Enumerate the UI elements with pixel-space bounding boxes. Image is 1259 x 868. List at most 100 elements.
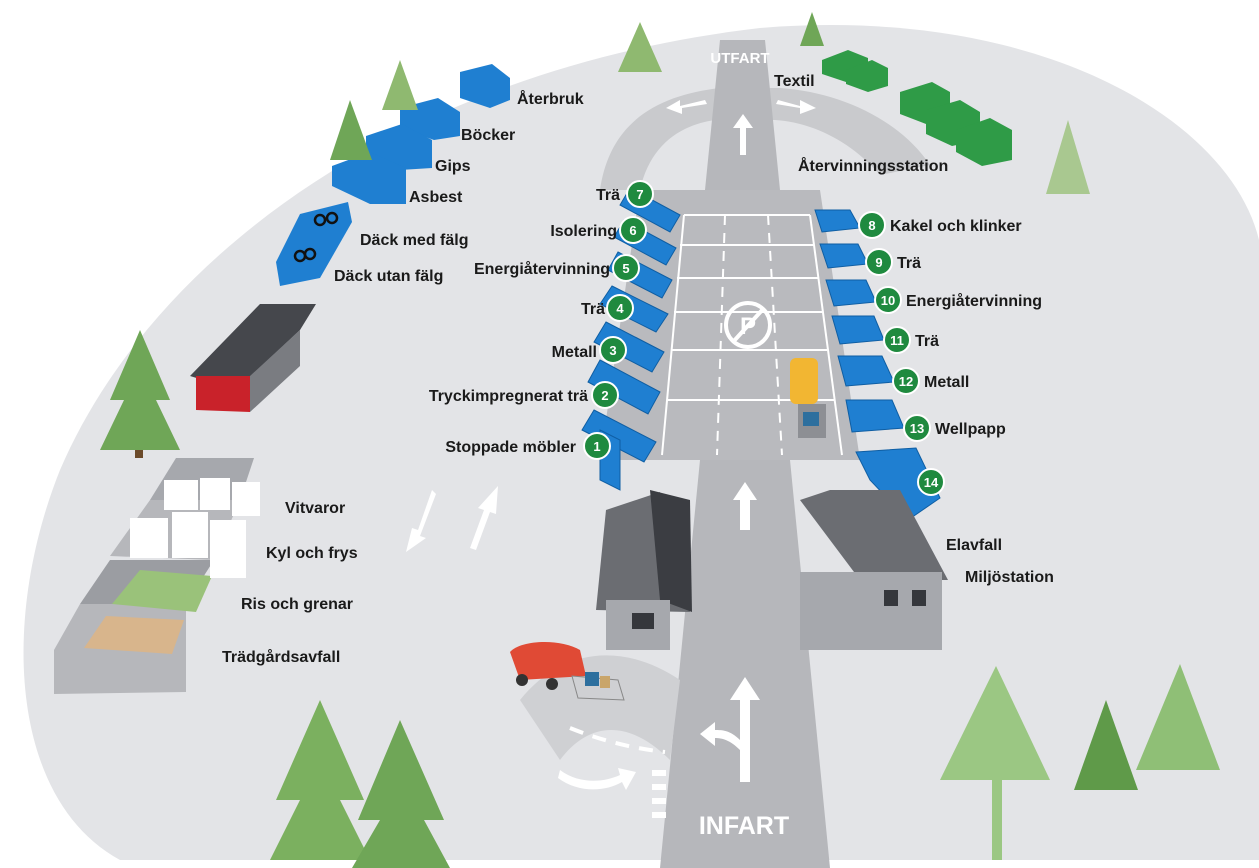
direction-arrows xyxy=(406,100,816,790)
left-bins xyxy=(54,458,260,694)
textil-label: Textil xyxy=(774,73,815,90)
tree-icon xyxy=(1074,700,1138,790)
svg-text:3: 3 xyxy=(609,343,616,358)
svg-text:5: 5 xyxy=(622,261,629,276)
arrow-straight-left-icon xyxy=(700,677,760,782)
bay-13-label: Wellpapp xyxy=(935,421,1006,438)
arrow-up-icon xyxy=(733,482,757,530)
bay-1-badge: 1 xyxy=(583,432,611,460)
tree-icon xyxy=(352,720,450,868)
miljostation-label: Miljöstation xyxy=(965,569,1054,586)
svg-text:1: 1 xyxy=(593,439,600,454)
bay-2-badge: 2 xyxy=(591,381,619,409)
exit-road-loop xyxy=(600,88,930,190)
tire-icon xyxy=(303,247,317,261)
svg-text:14: 14 xyxy=(924,475,939,490)
arrow-up-icon xyxy=(470,486,498,550)
bay-5-badge: 5 xyxy=(612,254,640,282)
vitvaror-label: Vitvaror xyxy=(285,500,345,517)
bay-8-badge: 8 xyxy=(858,211,886,239)
asbest-label: Asbest xyxy=(409,189,463,206)
dack-utan-falg-label: Däck utan fälg xyxy=(334,268,443,285)
bay-12-label: Metall xyxy=(924,374,969,391)
bottom-right-labels: Elavfall Miljöstation xyxy=(946,537,1054,586)
bay-2-label: Tryckimpregnerat trä xyxy=(429,388,588,405)
svg-text:12: 12 xyxy=(899,374,913,389)
svg-text:4: 4 xyxy=(616,301,624,316)
stop-line xyxy=(652,770,666,818)
bay-10-label: Energiåtervinning xyxy=(906,292,1042,310)
svg-text:8: 8 xyxy=(868,218,875,233)
bay-4-label: Trä xyxy=(581,301,605,318)
ris-pile xyxy=(112,570,212,612)
svg-text:11: 11 xyxy=(890,333,904,348)
bay-3-badge: 3 xyxy=(599,336,627,364)
tire-icon xyxy=(325,211,339,225)
bay-14-badge: 14 xyxy=(917,468,945,496)
building-right-miljostation xyxy=(800,490,948,650)
aterbruk-container xyxy=(460,64,510,108)
arrow-right-icon xyxy=(776,100,816,114)
arrow-up-icon xyxy=(733,114,753,155)
bay-7-label: Trä xyxy=(596,187,620,204)
asbest-container xyxy=(332,152,406,204)
bay-9-label: Trä xyxy=(897,255,921,272)
svg-text:2: 2 xyxy=(601,388,608,403)
bay-6-badge: 6 xyxy=(619,216,647,244)
bay-8-label: Kakel och klinker xyxy=(890,218,1022,235)
kyl-och-frys-label: Kyl och frys xyxy=(266,545,358,562)
top-right-labels: Textil Återvinningsstation xyxy=(774,73,948,175)
tradgardsavfall-pile xyxy=(84,616,184,654)
car-with-trailer-icon xyxy=(510,641,625,701)
tree-icon xyxy=(1136,664,1220,770)
tree-icon xyxy=(618,22,662,72)
exit-label: UTFART xyxy=(710,50,769,67)
textile-containers xyxy=(822,50,1012,166)
tire-icon xyxy=(313,213,327,227)
bay-12-badge: 12 xyxy=(892,367,920,395)
gips-label: Gips xyxy=(435,158,471,175)
turn-dashes xyxy=(569,726,666,754)
appliance-icon xyxy=(200,478,230,510)
left-bay-badges: 1 2 3 4 5 6 7 xyxy=(583,180,654,460)
no-parking-icon: P xyxy=(724,301,772,349)
fridge-icon xyxy=(210,520,246,578)
svg-text:7: 7 xyxy=(636,187,643,202)
tree-icon xyxy=(800,12,824,46)
trees xyxy=(100,12,1220,868)
bay-13-badge: 13 xyxy=(903,414,931,442)
bay-3-label: Metall xyxy=(552,344,597,361)
red-shed xyxy=(190,304,316,412)
bay-9-badge: 9 xyxy=(865,248,893,276)
tree-icon xyxy=(1046,120,1090,194)
right-bay-labels: Kakel och klinker Trä Energiåtervinning … xyxy=(890,218,1042,438)
bay-11-badge: 11 xyxy=(883,326,911,354)
tree-icon xyxy=(100,330,180,458)
parking-lines xyxy=(661,214,843,456)
tradgardsavfall-label: Trädgårdsavfall xyxy=(222,648,340,666)
arrow-turn-icon xyxy=(558,768,636,790)
bay-1-label: Stoppade möbler xyxy=(445,439,576,456)
bay-7-badge: 7 xyxy=(626,180,654,208)
aterbruk-label: Återbruk xyxy=(517,89,584,108)
dack-med-falg-label: Däck med fälg xyxy=(360,232,468,249)
bay-4-badge: 4 xyxy=(606,294,634,322)
appliance-icon xyxy=(232,482,260,516)
fridge-icon xyxy=(172,512,208,558)
top-left-labels: Återbruk Böcker Gips Asbest Däck med fäl… xyxy=(334,89,584,285)
svg-text:9: 9 xyxy=(875,255,882,270)
svg-text:6: 6 xyxy=(629,223,636,238)
tree-icon xyxy=(330,100,372,160)
tree-icon xyxy=(270,700,370,860)
arrow-down-icon xyxy=(406,490,436,552)
elavfall-label: Elavfall xyxy=(946,537,1002,554)
bocker-label: Böcker xyxy=(461,127,515,144)
svg-text:10: 10 xyxy=(881,293,895,308)
fridge-icon xyxy=(130,518,168,558)
svg-text:13: 13 xyxy=(910,421,924,436)
bay-11-label: Trä xyxy=(915,333,939,350)
truck-icon xyxy=(790,358,826,438)
atervinningsstation-label: Återvinningsstation xyxy=(798,156,948,175)
blue-containers-top-left xyxy=(276,64,510,286)
